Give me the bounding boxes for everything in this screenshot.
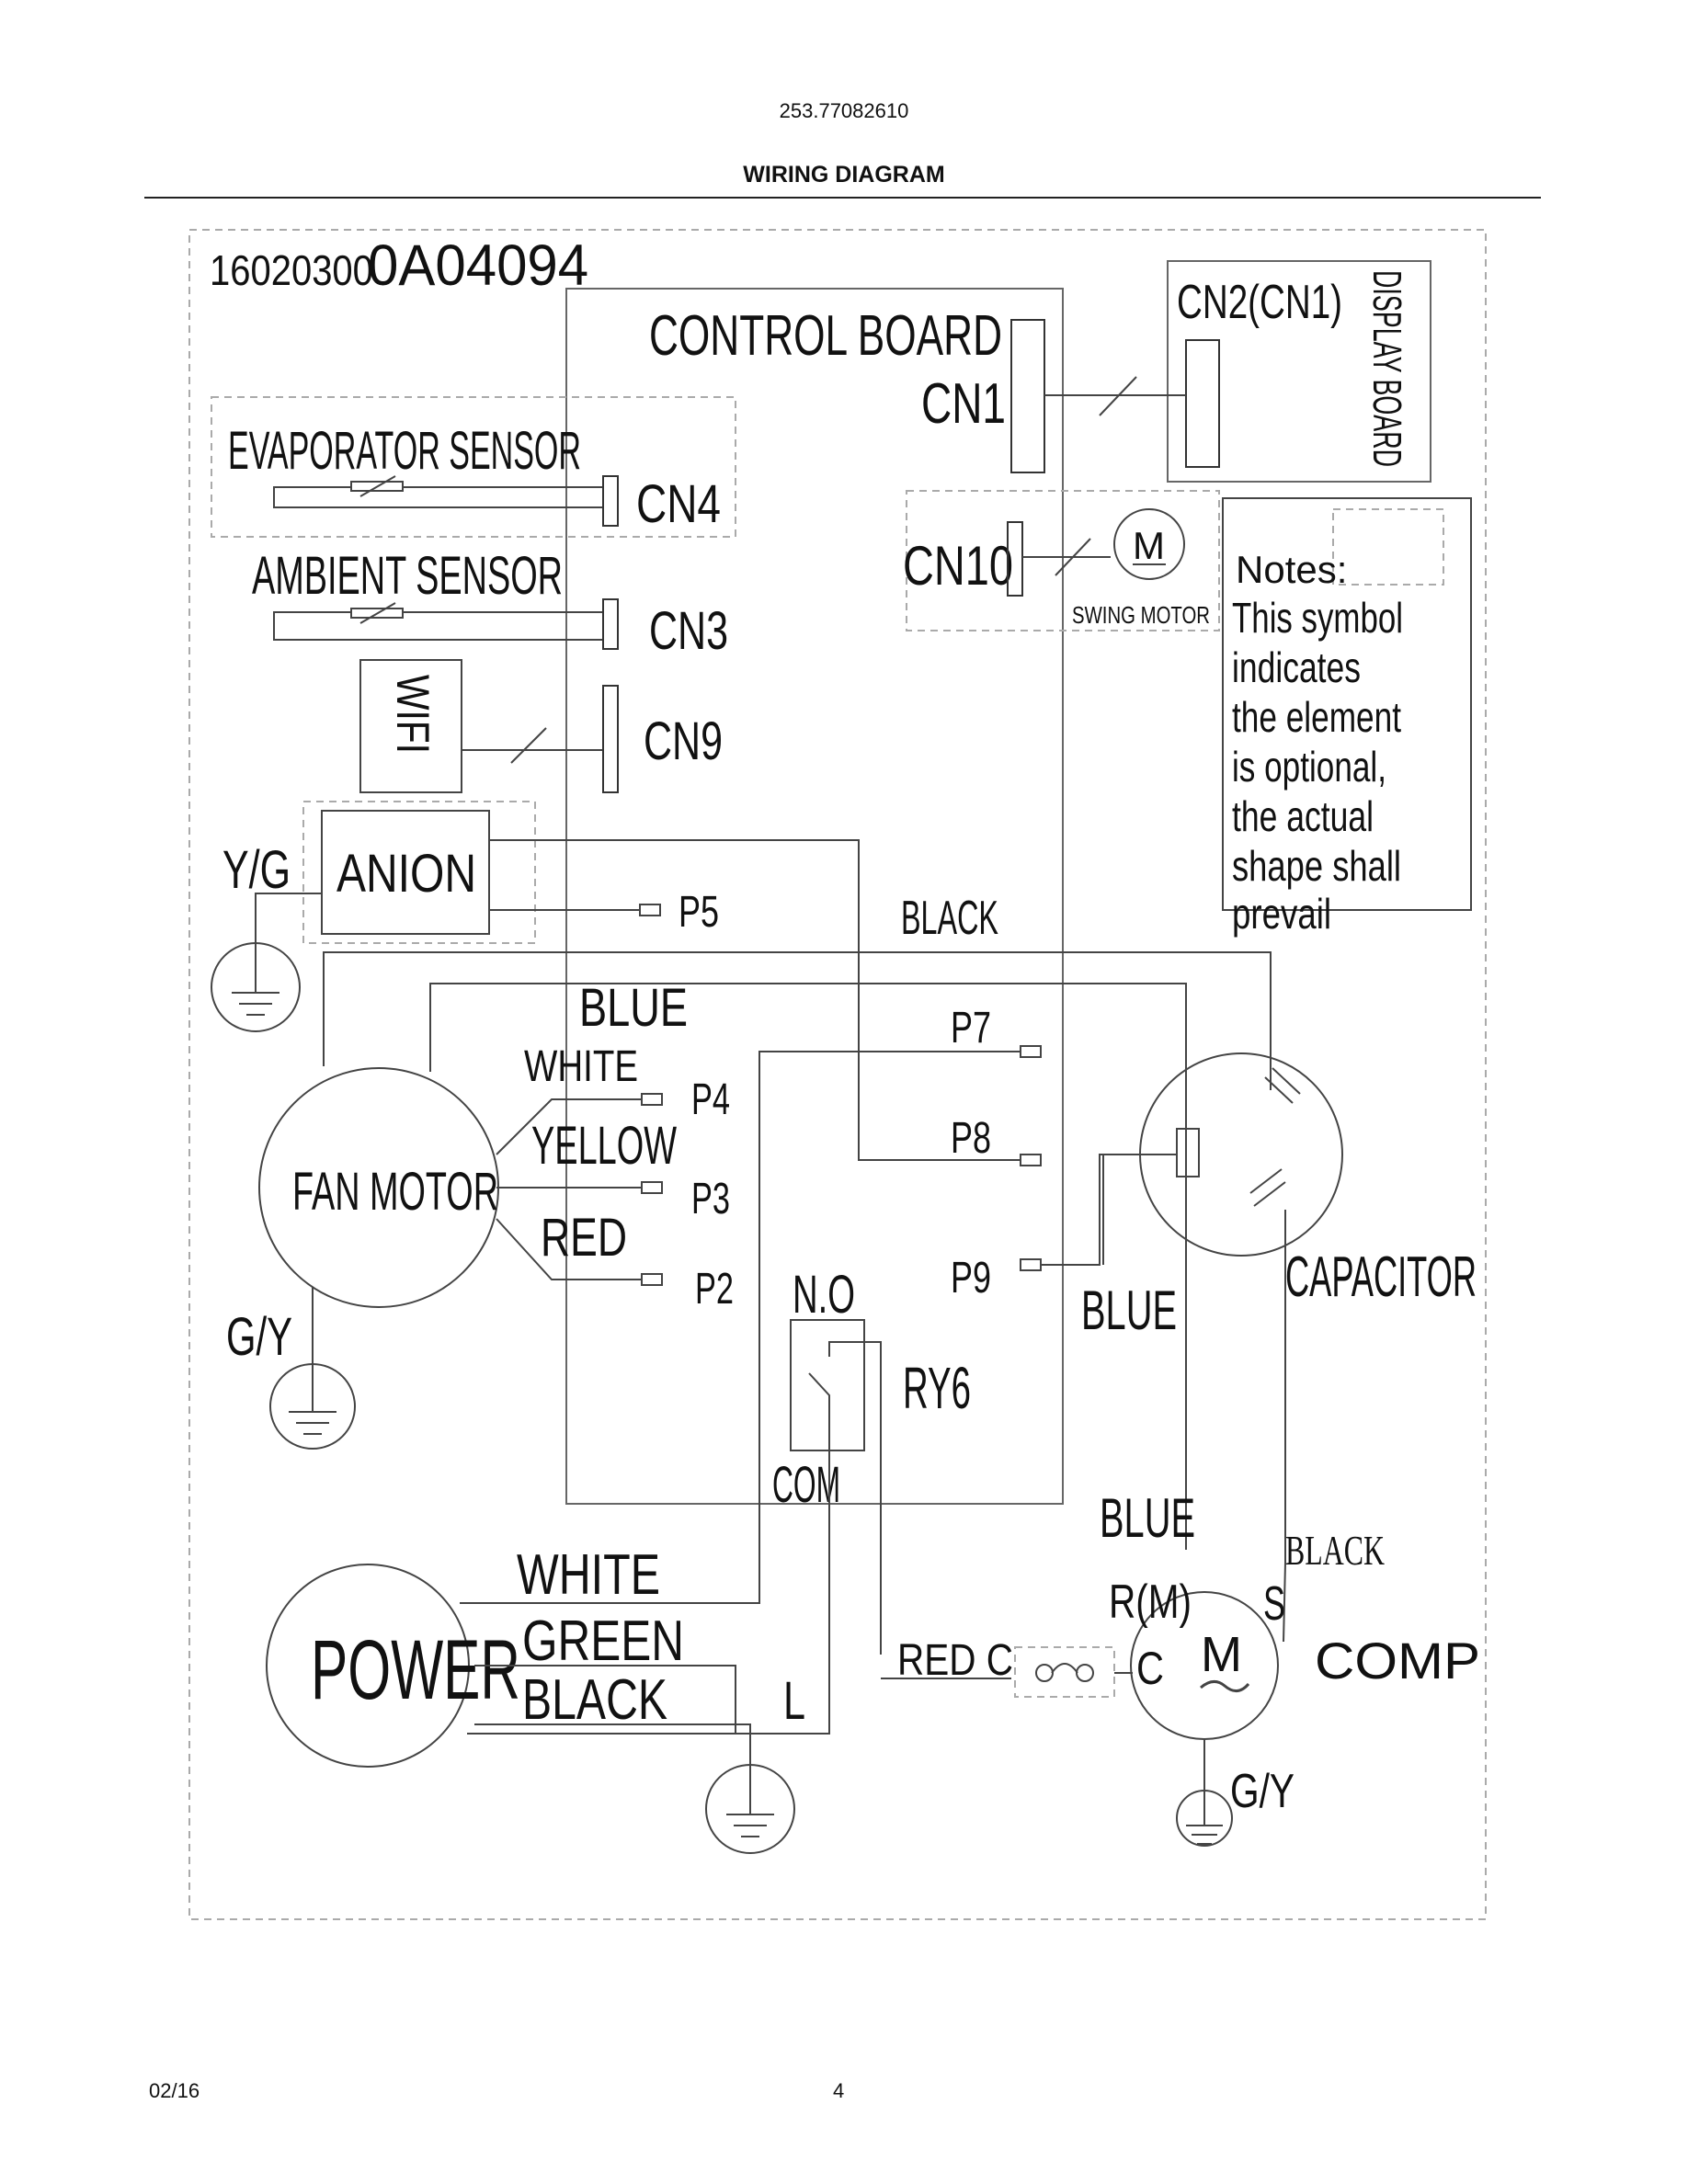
cn2-label: CN2(CN1) bbox=[1177, 276, 1342, 329]
cn4-label: CN4 bbox=[636, 474, 721, 534]
p4-label: P4 bbox=[691, 1075, 730, 1124]
cn9-label: CN9 bbox=[644, 711, 723, 771]
p2-label: P2 bbox=[695, 1265, 734, 1314]
cn3-connector bbox=[602, 598, 619, 650]
black-wire-label: BLACK bbox=[901, 892, 998, 945]
power-supply bbox=[266, 1564, 470, 1768]
svg-text:is optional,: is optional, bbox=[1232, 743, 1386, 791]
anion-module bbox=[321, 810, 490, 935]
cn1-label: CN1 bbox=[921, 372, 1006, 436]
svg-text:the actual: the actual bbox=[1232, 792, 1374, 840]
p8-label: P8 bbox=[951, 1114, 991, 1163]
cn10-label: CN10 bbox=[903, 535, 1013, 597]
svg-text:prevail: prevail bbox=[1232, 890, 1331, 938]
notes-box bbox=[1222, 497, 1472, 911]
gy-fan-label: G/Y bbox=[226, 1307, 292, 1367]
blue-cap-wire-label: BLUE bbox=[1081, 1280, 1177, 1341]
ground-symbol-power bbox=[705, 1764, 795, 1854]
relay-no-label: N.O bbox=[793, 1265, 855, 1325]
p7-label: P7 bbox=[951, 1004, 991, 1052]
fan-motor-label: FAN MOTOR bbox=[292, 1162, 498, 1222]
display-board-label: DISPLAY BOARD bbox=[1364, 270, 1409, 467]
overload-protector bbox=[1014, 1646, 1115, 1698]
ground-symbol-anion bbox=[211, 941, 301, 1032]
svg-text:the element: the element bbox=[1232, 693, 1401, 741]
svg-text:shape shall: shape shall bbox=[1232, 842, 1401, 890]
header-rule bbox=[144, 197, 1541, 199]
compressor-rm-label: R(M) bbox=[1109, 1575, 1192, 1629]
display-board-outline bbox=[1167, 260, 1431, 483]
anion-group bbox=[302, 801, 536, 944]
p5-label: P5 bbox=[679, 888, 719, 937]
yg-label: Y/G bbox=[222, 840, 291, 900]
cn1-connector bbox=[1010, 319, 1045, 473]
optional-symbol-sample bbox=[1332, 508, 1444, 586]
ambient-sensor-label: AMBIENT SENSOR bbox=[252, 546, 563, 606]
swing-motor-group bbox=[906, 490, 1220, 631]
cn9-connector bbox=[602, 685, 619, 793]
anion-label: ANION bbox=[336, 844, 476, 904]
cn2-connector bbox=[1185, 339, 1220, 468]
compressor-m-symbol: M bbox=[1201, 1627, 1242, 1682]
cn10-connector bbox=[1007, 521, 1023, 597]
cn3-label: CN3 bbox=[649, 601, 728, 661]
evaporator-sensor-label: EVAPORATOR SENSOR bbox=[228, 421, 581, 481]
page-title: WIRING DIAGRAM bbox=[743, 162, 945, 188]
diagram-frame bbox=[188, 229, 1487, 1920]
relay-ry6 bbox=[790, 1319, 865, 1451]
part-code-b: 0A04094 bbox=[368, 233, 588, 299]
compressor-c-label: C bbox=[1136, 1643, 1164, 1694]
svg-text:indicates: indicates bbox=[1232, 643, 1361, 691]
swing-motor-label: SWING MOTOR bbox=[1072, 601, 1210, 629]
notes-text: Notes: This symbol indicates the element… bbox=[1232, 548, 1403, 938]
footer-date: 02/16 bbox=[149, 2079, 200, 2102]
white-fan-wire-label: WHITE bbox=[524, 1042, 638, 1091]
blue-fan-wire-label: BLUE bbox=[579, 978, 688, 1038]
compressor-comp-label: COMP bbox=[1315, 1632, 1480, 1689]
part-code-a: 16020300 bbox=[210, 247, 373, 294]
green-power-wire-label: GREEN bbox=[522, 1610, 684, 1673]
capacitor bbox=[1139, 1052, 1343, 1257]
capacitor-label: CAPACITOR bbox=[1285, 1246, 1477, 1309]
svg-text:This symbol: This symbol bbox=[1232, 594, 1403, 642]
l-label: L bbox=[783, 1671, 805, 1731]
black-comp-wire-label: BLACK bbox=[1285, 1527, 1385, 1574]
evaporator-sensor-group bbox=[211, 396, 736, 538]
red-c-wire-label: RED C bbox=[897, 1636, 1013, 1685]
model-number: 253.77082610 bbox=[779, 99, 909, 122]
swing-motor-symbol bbox=[1113, 508, 1185, 580]
red-fan-wire-label: RED bbox=[541, 1208, 627, 1268]
wifi-label: WIFI bbox=[387, 675, 439, 754]
wifi-module bbox=[359, 659, 462, 793]
footer-page-number: 4 bbox=[833, 2079, 845, 2102]
white-power-wire-label: WHITE bbox=[517, 1543, 660, 1607]
black-power-wire-label: BLACK bbox=[522, 1668, 667, 1732]
control-board-outline bbox=[565, 288, 1064, 1505]
yellow-fan-wire-label: YELLOW bbox=[531, 1116, 677, 1176]
compressor-gy-label: G/Y bbox=[1230, 1765, 1295, 1818]
blue-comp-wire-label: BLUE bbox=[1100, 1487, 1195, 1549]
compressor-s-label: S bbox=[1263, 1577, 1285, 1631]
control-board-label: CONTROL BOARD bbox=[649, 304, 1002, 368]
cn4-connector bbox=[602, 475, 619, 527]
ground-symbol-compressor bbox=[1176, 1774, 1233, 1847]
p3-label: P3 bbox=[691, 1175, 730, 1223]
relay-name-label: RY6 bbox=[903, 1355, 971, 1421]
power-label: POWER bbox=[311, 1623, 520, 1717]
svg-text:Notes:: Notes: bbox=[1236, 548, 1347, 591]
ground-symbol-fan bbox=[269, 1363, 356, 1450]
p9-label: P9 bbox=[951, 1254, 991, 1302]
svg-text:M: M bbox=[1133, 524, 1165, 567]
